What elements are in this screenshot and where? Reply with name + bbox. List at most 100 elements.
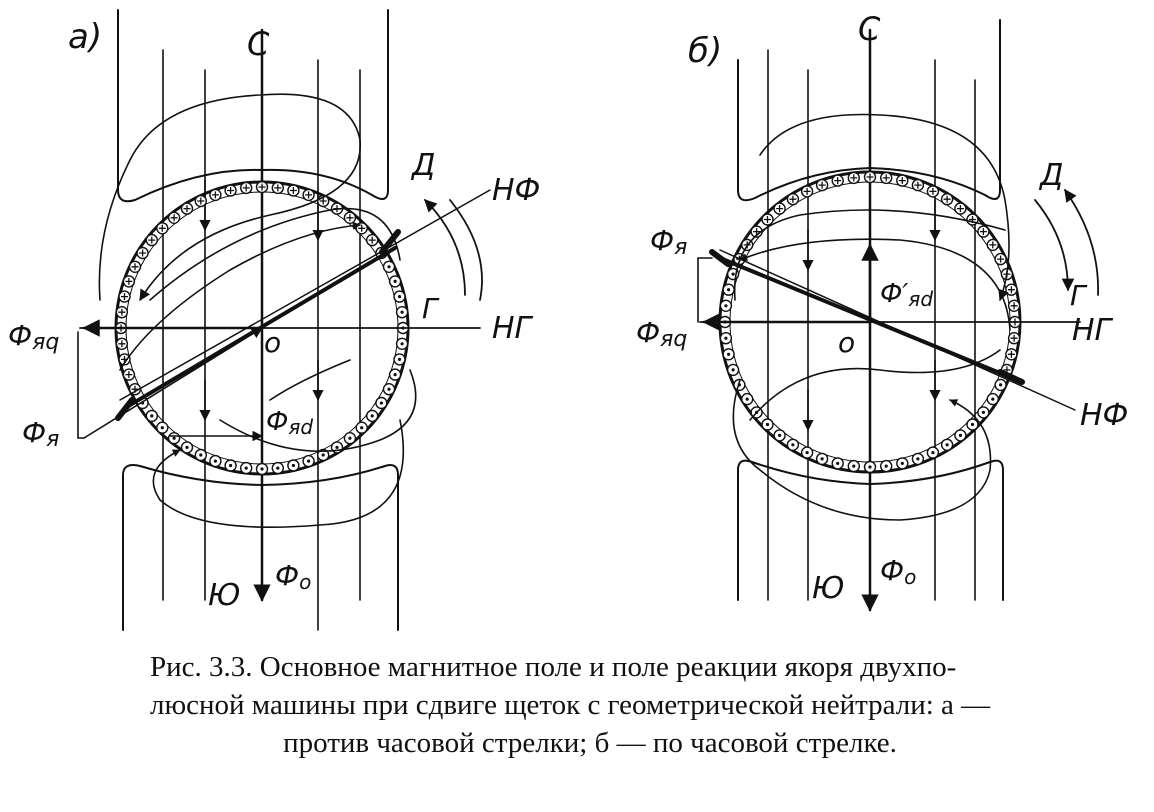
phi-ad-label-b: Ф′яd (880, 279, 933, 311)
conductor-plus-mark (834, 177, 842, 185)
conductor-dot-mark (900, 461, 904, 465)
rotation-label-b: Д (1038, 158, 1063, 193)
conductor-plus-mark (274, 184, 282, 192)
conductor-dot-mark (260, 467, 264, 471)
pole-south-label-a: Ю (208, 578, 240, 613)
conductor-dot-mark (335, 445, 339, 449)
conductor-dot-mark (360, 426, 364, 430)
panel-b: б) С Ю Д Г НФ НГ о Фяq Фя Ф′яd Фо (636, 10, 1128, 612)
conductor-plus-mark (305, 191, 313, 199)
conductor-plus-mark (242, 184, 250, 192)
conductor-plus-mark (346, 214, 354, 222)
conductor-plus-mark (158, 224, 166, 232)
main-field-lines-a (162, 49, 361, 631)
conductor-dot-mark (199, 453, 203, 457)
geom-neutral-label-a: НГ (492, 311, 534, 346)
conductor-dot-mark (820, 457, 824, 461)
conductor-dot-mark (791, 443, 795, 447)
conductor-plus-mark (979, 228, 987, 236)
conductor-dot-mark (945, 443, 949, 447)
conductor-dot-mark (765, 422, 770, 427)
conductor-dot-mark (731, 272, 735, 276)
conductor-plus-mark (882, 174, 890, 182)
conductor-dot-mark (400, 342, 404, 346)
conductor-plus-mark (914, 181, 922, 189)
conductor-plus-mark (803, 187, 811, 195)
conductor-dot-mark (387, 387, 391, 391)
conductor-dot-mark (393, 373, 397, 377)
conductor-dot-mark (991, 397, 995, 401)
conductor-plus-mark (1010, 302, 1018, 310)
phi-0-label-a: Фо (275, 559, 311, 594)
conductor-dot-mark (778, 433, 782, 437)
conductor-plus-mark (929, 187, 937, 195)
conductor-plus-mark (1010, 334, 1018, 342)
phys-neutral-label-a: НФ (492, 173, 540, 208)
conductor-dot-mark (400, 310, 404, 314)
conductor-plus-mark (211, 191, 219, 199)
rotation-label-a: Д (410, 148, 435, 183)
conductor-dot-mark (150, 414, 154, 418)
conductor-plus-mark (997, 255, 1005, 263)
conductor-plus-mark (125, 371, 133, 379)
conductor-dot-mark (868, 465, 872, 469)
geom-neutral-label-b: НГ (1072, 313, 1114, 348)
conductor-dot-mark (291, 463, 295, 468)
conductor-plus-mark (227, 187, 235, 194)
conductor-plus-mark (289, 187, 297, 194)
conductor-plus-mark (131, 263, 139, 271)
phys-neutral-line-a (119, 189, 491, 401)
conductor-plus-mark (1007, 350, 1015, 358)
conductor-dot-mark (397, 295, 402, 299)
conductor-dot-mark (172, 436, 176, 440)
conductor-dot-mark (970, 422, 975, 427)
center-label-a: о (264, 326, 281, 359)
conductor-plus-mark (776, 205, 784, 213)
pole-south-a (122, 464, 399, 631)
conductor-plus-mark (139, 249, 147, 257)
conductor-plus-mark (866, 173, 874, 181)
conductor-plus-mark (197, 197, 205, 205)
conductor-dot-mark (321, 453, 325, 457)
figure-caption: Рис. 3.3. Основное магнитное поле и поле… (150, 648, 1030, 762)
conductor-dot-mark (724, 304, 728, 308)
conductor-dot-mark (160, 426, 164, 430)
caption-line-3: против часовой стрелки; б — по часовой с… (283, 727, 897, 759)
conductor-dot-mark (229, 463, 233, 468)
phi-0-label-b: Фо (880, 554, 916, 589)
center-label-b: о (838, 326, 855, 359)
gen-label-b: Г (1070, 279, 1088, 312)
conductor-plus-mark (183, 205, 191, 213)
panel-label-a: а) (68, 17, 102, 57)
conductor-dot-mark (999, 383, 1003, 387)
conductor-dot-mark (393, 279, 397, 283)
conductor-plus-mark (818, 181, 826, 189)
conductor-dot-mark (307, 459, 311, 463)
conductor-dot-mark (731, 368, 735, 372)
arrow-phi-a-b (718, 256, 1014, 380)
conductor-dot-mark (931, 451, 935, 455)
phys-neutral-label-b: НФ (1080, 398, 1128, 433)
conductor-dot-mark (348, 436, 352, 440)
conductor-plus-mark (125, 277, 133, 285)
conductor-dot-mark (185, 445, 189, 449)
conductor-plus-mark (850, 174, 858, 182)
conductor-dot-mark (805, 451, 809, 455)
caption-line-1: Рис. 3.3. Основное магнитное поле и поле… (150, 651, 957, 683)
conductor-dot-mark (397, 357, 402, 361)
conductor-plus-mark (121, 293, 128, 301)
conductor-dot-mark (379, 401, 383, 405)
conductor-dot-mark (244, 466, 248, 470)
pole-south-label-b: Ю (812, 571, 844, 606)
figure-diagram: а) С Ю Д Г НФ НГ о Фяq Фя Фяd Фо (8, 9, 1128, 631)
conductor-plus-mark (170, 214, 178, 222)
conductor-dot-mark (981, 410, 986, 414)
conductor-plus-mark (319, 197, 327, 205)
phi-a-label-b: Фя (650, 224, 687, 260)
conductor-dot-mark (884, 464, 888, 468)
caption-line-2: люсной машины при сдвиге щеток с геометр… (150, 689, 991, 721)
conductor-dot-mark (727, 288, 731, 292)
phi-ad-label-a: Фяd (266, 407, 313, 439)
conductor-plus-mark (118, 308, 126, 316)
conductor-plus-mark (898, 177, 906, 185)
